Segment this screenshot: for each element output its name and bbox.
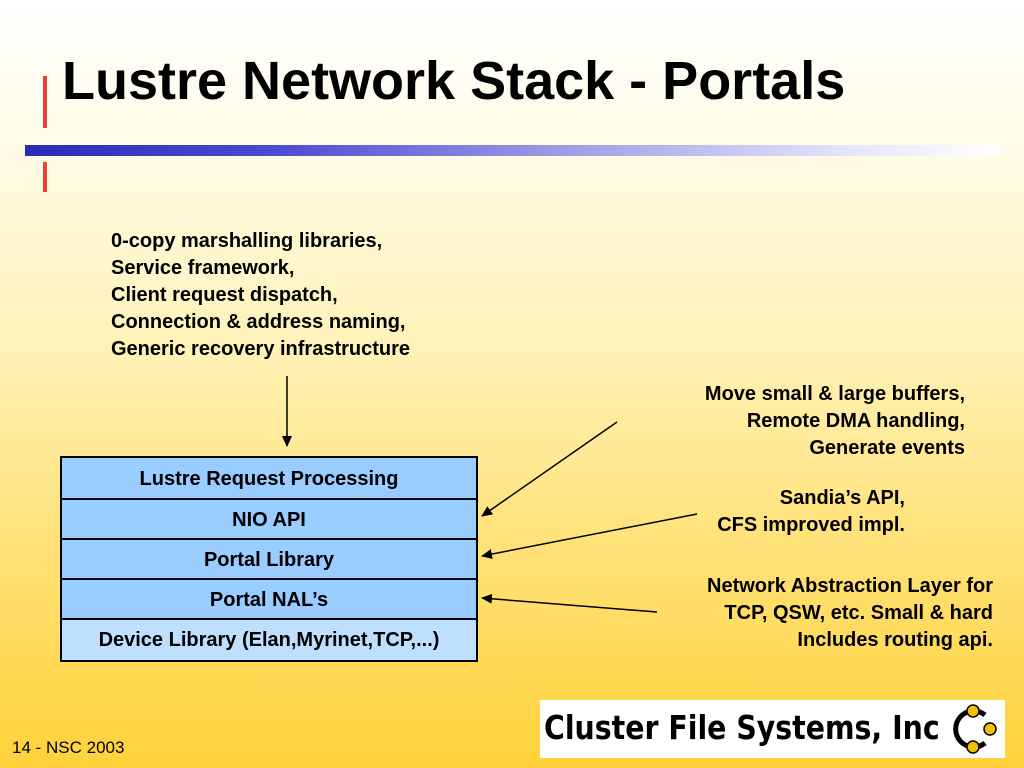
top-note-line: Connection & address naming, [111, 311, 406, 333]
note-move-line: Remote DMA handling, [746, 410, 965, 432]
arrow-move-to-nio-api [481, 421, 618, 517]
note-sandia-line: Sandia’s API, [779, 487, 905, 509]
note-move-line: Move small & large buffers, [704, 383, 965, 405]
top-note: 0-copy marshalling libraries, Service fr… [111, 228, 410, 363]
title-underline-rule [25, 145, 1000, 156]
title-accent-bar-bottom [43, 162, 47, 192]
stack-layer-portal-nals: Portal NAL’s [62, 580, 476, 620]
stack-layer-lustre-request-processing: Lustre Request Processing [62, 458, 476, 500]
logo-wordmark: Cluster File Systems, Inc [544, 708, 940, 747]
logo-mark-icon [953, 704, 997, 754]
slide-footer: 14 - NSC 2003 [12, 738, 125, 757]
company-logo: Cluster File Systems, Inc [540, 700, 1005, 758]
top-note-line: Service framework, [111, 257, 295, 279]
stack-layer-device-library: Device Library (Elan,Myrinet,TCP,...) [62, 620, 476, 660]
stack-layer-nio-api: NIO API [62, 500, 476, 540]
slide-title: Lustre Network Stack - Portals [62, 51, 846, 111]
network-stack: Lustre Request Processing NIO API Portal… [60, 456, 478, 662]
top-note-line: Client request dispatch, [111, 284, 338, 306]
top-note-line: 0-copy marshalling libraries, [111, 230, 383, 252]
note-nal-line: TCP, QSW, etc. Small & hard [724, 602, 993, 624]
note-sandia-api: Sandia’s API, CFS improved impl. [717, 485, 905, 539]
arrow-nal-to-portal-nals [481, 593, 658, 613]
note-network-abstraction-layer: Network Abstraction Layer for TCP, QSW, … [707, 573, 993, 654]
note-sandia-line: CFS improved impl. [717, 514, 905, 536]
top-note-line: Generic recovery infrastructure [111, 338, 411, 360]
note-move-buffers: Move small & large buffers, Remote DMA h… [705, 381, 965, 462]
note-nal-line: Network Abstraction Layer for [707, 575, 993, 597]
arrow-sandia-to-portal-library [481, 513, 698, 559]
title-accent-bar-top [43, 76, 47, 128]
note-move-line: Generate events [809, 437, 965, 459]
note-nal-line: Includes routing api. [797, 629, 993, 651]
stack-layer-portal-library: Portal Library [62, 540, 476, 580]
